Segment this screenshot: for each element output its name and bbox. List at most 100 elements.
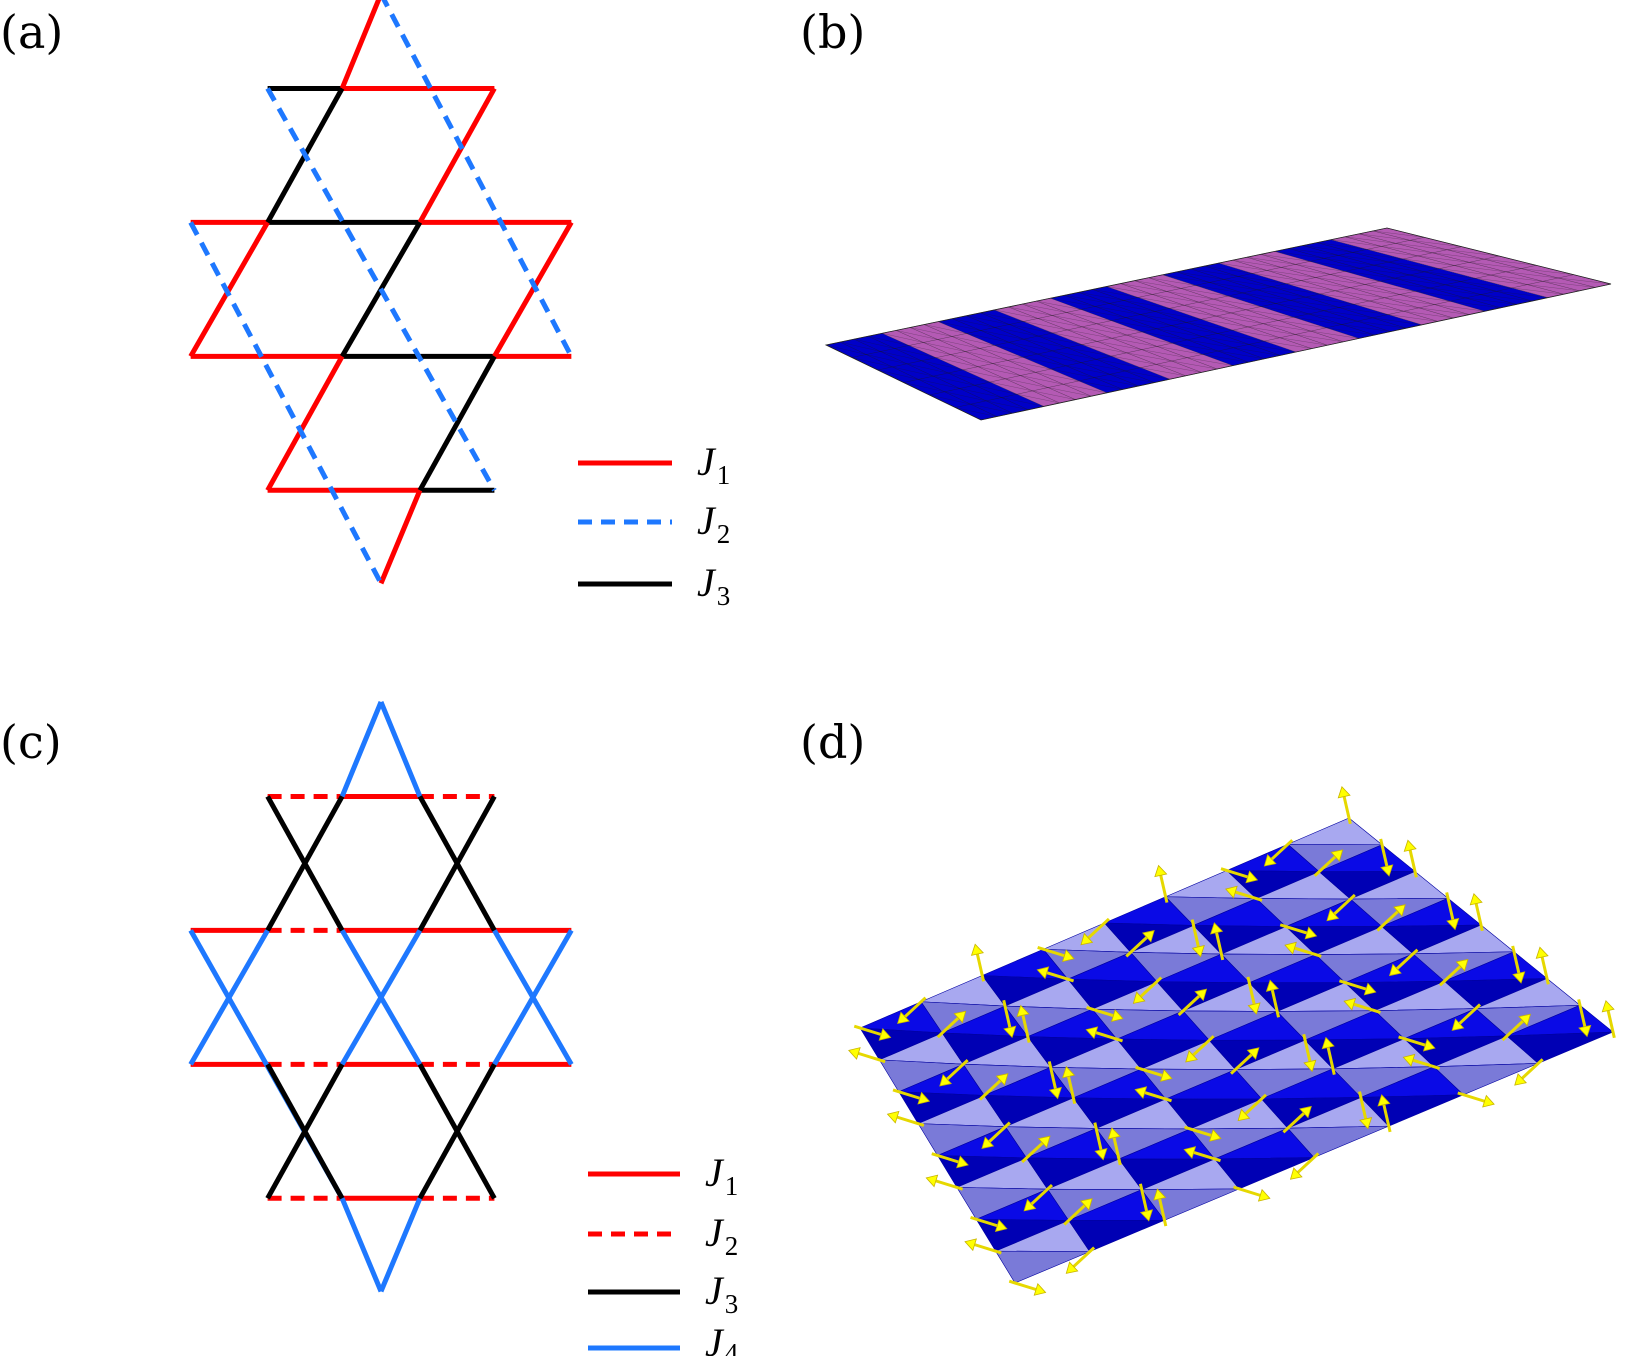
sheet-b-mesh-line bbox=[1038, 335, 1083, 345]
sheet-b-mesh-line bbox=[1050, 298, 1096, 307]
sheet-b-mesh-line bbox=[929, 265, 1537, 396]
sheet-b-mesh-line bbox=[1095, 306, 1141, 315]
spin-arrow-head bbox=[1065, 1261, 1079, 1274]
sheet-b-mesh-line bbox=[906, 363, 949, 374]
sheet-d-facet bbox=[1141, 1188, 1240, 1221]
sheet-d-facet bbox=[1214, 1157, 1315, 1190]
spin-arrow-head bbox=[1265, 979, 1279, 992]
sheet-b-mesh-line bbox=[1020, 375, 1064, 385]
sheet-b-mesh-line bbox=[1067, 347, 1112, 357]
spin-arrow-shaft bbox=[1438, 965, 1462, 987]
sheet-b-mesh-line bbox=[1308, 313, 1358, 322]
sheet-b-mesh-line bbox=[1171, 325, 1218, 334]
sheet-b-mesh-line bbox=[896, 330, 938, 340]
sheet-b-outline bbox=[824, 227, 1612, 421]
spin-arrow-head bbox=[848, 1047, 861, 1060]
spin-arrow-shaft bbox=[1184, 1125, 1212, 1137]
bond-c-j4-top-r bbox=[378, 701, 423, 798]
spin-arrow-head bbox=[1110, 1009, 1124, 1022]
spin-arrow-shaft bbox=[1008, 1279, 1037, 1291]
spin-arrow-head bbox=[1048, 1086, 1062, 1100]
sheet-d-facet bbox=[1287, 817, 1383, 846]
spin-arrow-shaft bbox=[1270, 989, 1280, 1018]
sheet-b-mesh-line bbox=[950, 354, 993, 364]
sheet-b-mesh-line bbox=[1469, 262, 1522, 269]
spin-arrow-head bbox=[1036, 966, 1050, 980]
sheet-b-mesh-line bbox=[937, 339, 980, 349]
sheet-b-mesh-line bbox=[1201, 319, 1249, 328]
spin-arrow-shaft bbox=[1230, 1053, 1253, 1075]
sheet-b-mesh-line bbox=[903, 382, 945, 392]
spin-arrow-head bbox=[1016, 1004, 1030, 1018]
spin-arrow-shaft bbox=[1021, 1014, 1031, 1043]
sheet-b-mesh-line bbox=[1305, 296, 1355, 305]
sheet-b-mesh-line bbox=[1109, 303, 1156, 312]
sheet-b-mesh-line bbox=[1035, 372, 1079, 382]
sheet-b-mesh-line bbox=[1171, 360, 1218, 370]
sheet-b-mesh-line bbox=[1281, 267, 1331, 275]
sheet-b-mesh-line bbox=[1134, 280, 1182, 289]
spin-arrow-shaft bbox=[978, 1079, 1002, 1101]
sheet-b-mesh-line bbox=[1279, 337, 1328, 346]
sheet-b-mesh-line bbox=[1288, 248, 1339, 256]
sheet-b-mesh-line bbox=[979, 348, 1023, 358]
sheet-b-mesh-line bbox=[1140, 314, 1187, 323]
spin-arrow-head bbox=[1514, 1073, 1527, 1086]
sheet-b-mesh-line bbox=[1558, 277, 1612, 285]
sheet-b-mesh-line bbox=[1480, 294, 1533, 302]
spin-arrow-head bbox=[1451, 1018, 1465, 1031]
sheet-b-mesh-line bbox=[955, 274, 1574, 408]
sheet-b-mesh-line bbox=[1238, 276, 1287, 284]
sheet-b-mesh-line bbox=[1359, 268, 1410, 276]
spin-arrow-shaft bbox=[1220, 867, 1249, 879]
spin-arrow-shaft bbox=[1159, 874, 1169, 903]
sheet-b-mesh-line bbox=[1344, 236, 1396, 244]
sheet-b-mesh-line bbox=[1369, 300, 1420, 309]
spin-arrow-shaft bbox=[1270, 839, 1294, 861]
sheet-b-mesh-line bbox=[903, 255, 1500, 383]
spin-arrow-head bbox=[1210, 922, 1224, 935]
spin-arrow-head bbox=[878, 1027, 892, 1041]
sheet-b-mesh-line bbox=[1078, 380, 1123, 390]
spin-sheet-d bbox=[848, 786, 1616, 1296]
sheet-b-mesh-line bbox=[1187, 339, 1234, 348]
sheet-b-mesh-line bbox=[851, 357, 893, 368]
bond-a-d6-j1 bbox=[492, 221, 574, 358]
sheet-b-mesh-line bbox=[1141, 331, 1188, 341]
sheet-b-mesh-line bbox=[1126, 352, 1172, 362]
spin-arrow-head bbox=[1245, 870, 1259, 884]
spin-arrow-shaft bbox=[1282, 1112, 1305, 1134]
spin-arrow-shaft bbox=[1125, 936, 1148, 958]
lattice-a bbox=[188, 0, 574, 585]
panel-label-a: (a) bbox=[0, 5, 63, 59]
spin-arrow-shaft bbox=[1408, 849, 1418, 878]
lattice-c bbox=[188, 701, 574, 1293]
sheet-b-mesh-line bbox=[1184, 305, 1232, 314]
spin-arrow-head bbox=[1037, 1135, 1051, 1149]
spin-arrow-shaft bbox=[1139, 976, 1163, 998]
sheet-d-facet bbox=[1433, 1063, 1539, 1096]
sheet-b-mesh-line bbox=[1419, 307, 1470, 315]
spin-arrow-shaft bbox=[970, 1216, 998, 1228]
legend-c-label-j1: J1 bbox=[705, 1150, 738, 1201]
sheet-b-mesh-line bbox=[1434, 304, 1486, 312]
spin-arrow-shaft bbox=[1093, 1122, 1103, 1151]
spin-arrow-head bbox=[897, 1011, 910, 1025]
sheet-b-mesh-line bbox=[1350, 287, 1400, 295]
sheet-b-mesh-line bbox=[1357, 320, 1407, 329]
sheet-b-mesh-line bbox=[1449, 301, 1501, 308]
sheet-b-mesh-line bbox=[910, 327, 953, 337]
sheet-b-mesh-line bbox=[1460, 281, 1512, 289]
sheet-b-mesh-line bbox=[1155, 311, 1202, 320]
sheet-b-mesh-line bbox=[1156, 328, 1203, 337]
sheet-b-mesh-line bbox=[977, 366, 1021, 376]
spin-arrow-head bbox=[1337, 786, 1351, 799]
sheet-d-facet bbox=[995, 1250, 1090, 1284]
spin-arrow-head bbox=[964, 1238, 977, 1252]
spin-arrow-head bbox=[1185, 1050, 1198, 1063]
bond-a-d3-j1 bbox=[417, 87, 497, 224]
sheet-b-mesh-line bbox=[1169, 308, 1217, 317]
spin-arrow-head bbox=[917, 1091, 931, 1105]
sheet-b-mesh-line bbox=[1388, 314, 1438, 322]
